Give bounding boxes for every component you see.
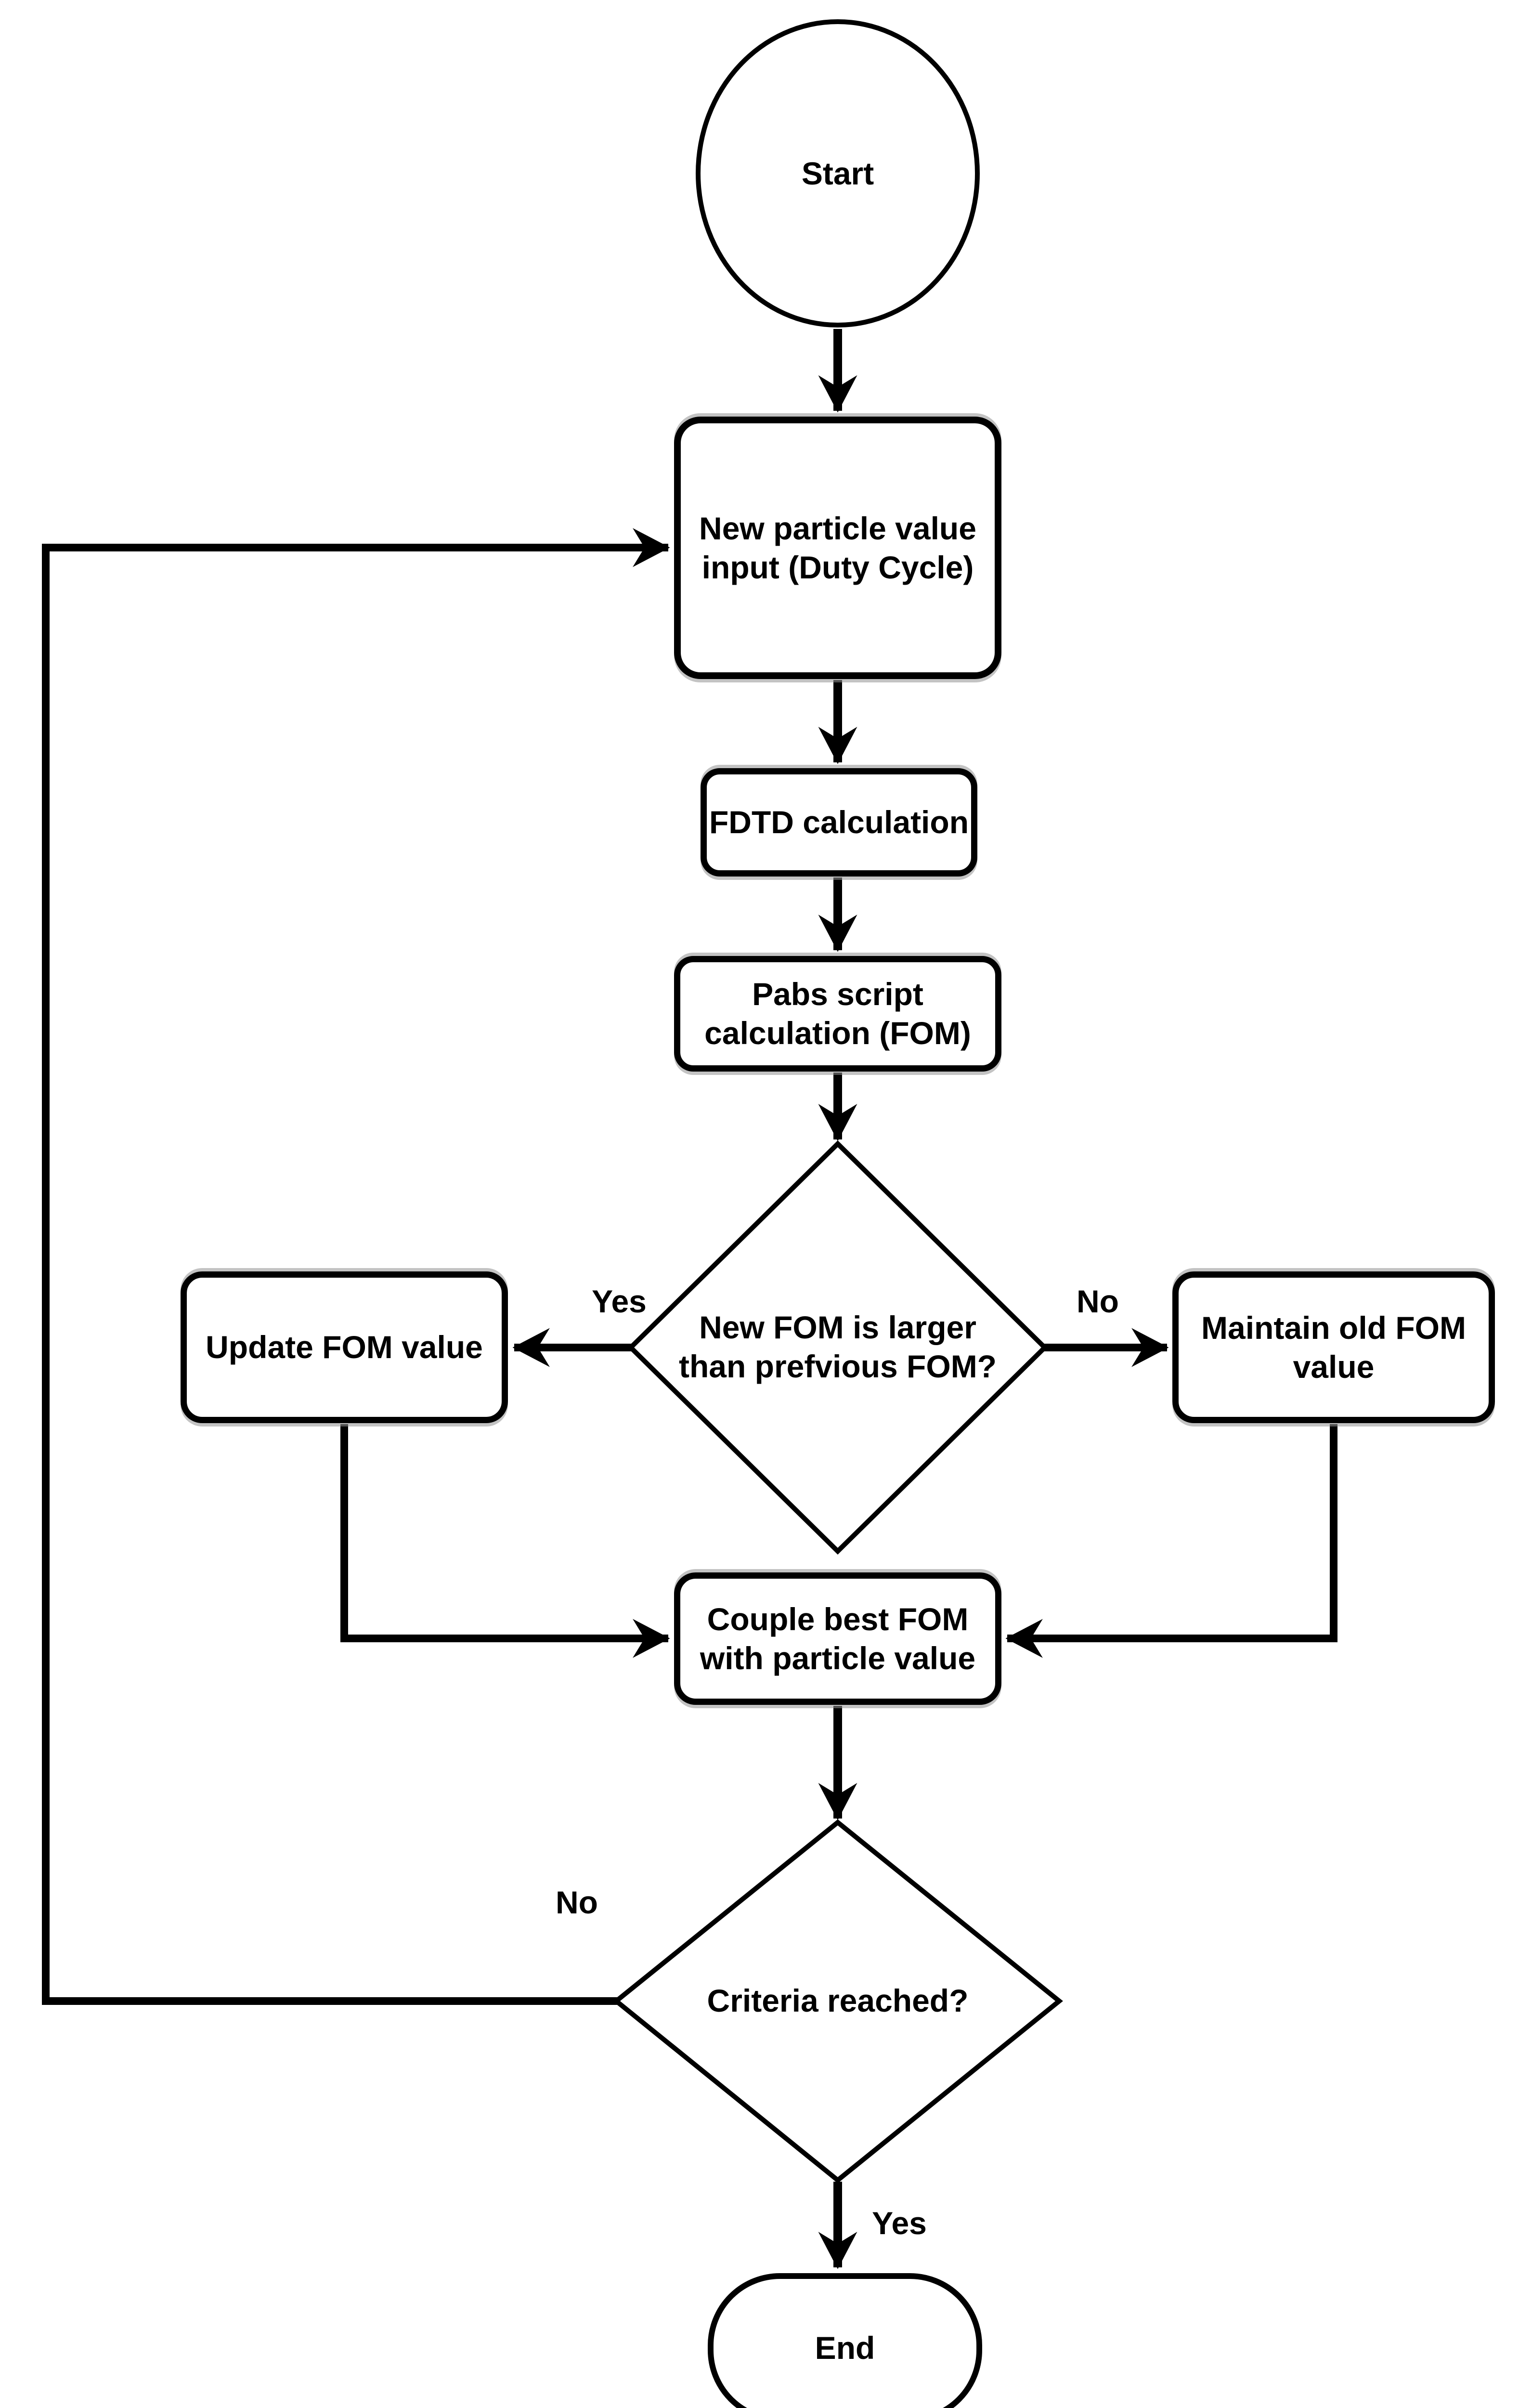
fdtd-calculation-node: FDTD calculation	[701, 768, 977, 877]
pabs-script-calculation-node: Pabs script calculation (FOM)	[674, 956, 1001, 1072]
start-node: Start	[696, 19, 980, 327]
update-fom-value-node: Update FOM value	[181, 1271, 508, 1423]
fom-yes-edge-label: Yes	[592, 1283, 647, 1319]
criteria-reached-decision-label: Criteria reached?	[707, 1983, 969, 2018]
fom-comparison-diamond	[627, 1140, 1049, 1555]
couple-best-fom-node: Couple best FOM with particle value	[674, 1572, 1001, 1705]
new-particle-value-input-node: New particle value input (Duty Cycle)	[674, 417, 1001, 679]
fom-no-edge-label: No	[1077, 1283, 1119, 1319]
arrow-update-to-couple	[340, 1424, 670, 1658]
arrow-criteria-no-loop	[42, 528, 670, 2005]
criteria-reached-diamond	[612, 1819, 1063, 2184]
criteria-yes-edge-label: Yes	[872, 2205, 927, 2241]
end-node: End	[708, 2273, 982, 2408]
arrow-maintain-to-couple	[1005, 1424, 1337, 1658]
maintain-old-fom-value-node: Maintain old FOM value	[1172, 1271, 1495, 1423]
fom-comparison-decision-label: New FOM is larger than prefvious FOM?	[679, 1309, 997, 1384]
criteria-no-edge-label: No	[556, 1885, 598, 1920]
